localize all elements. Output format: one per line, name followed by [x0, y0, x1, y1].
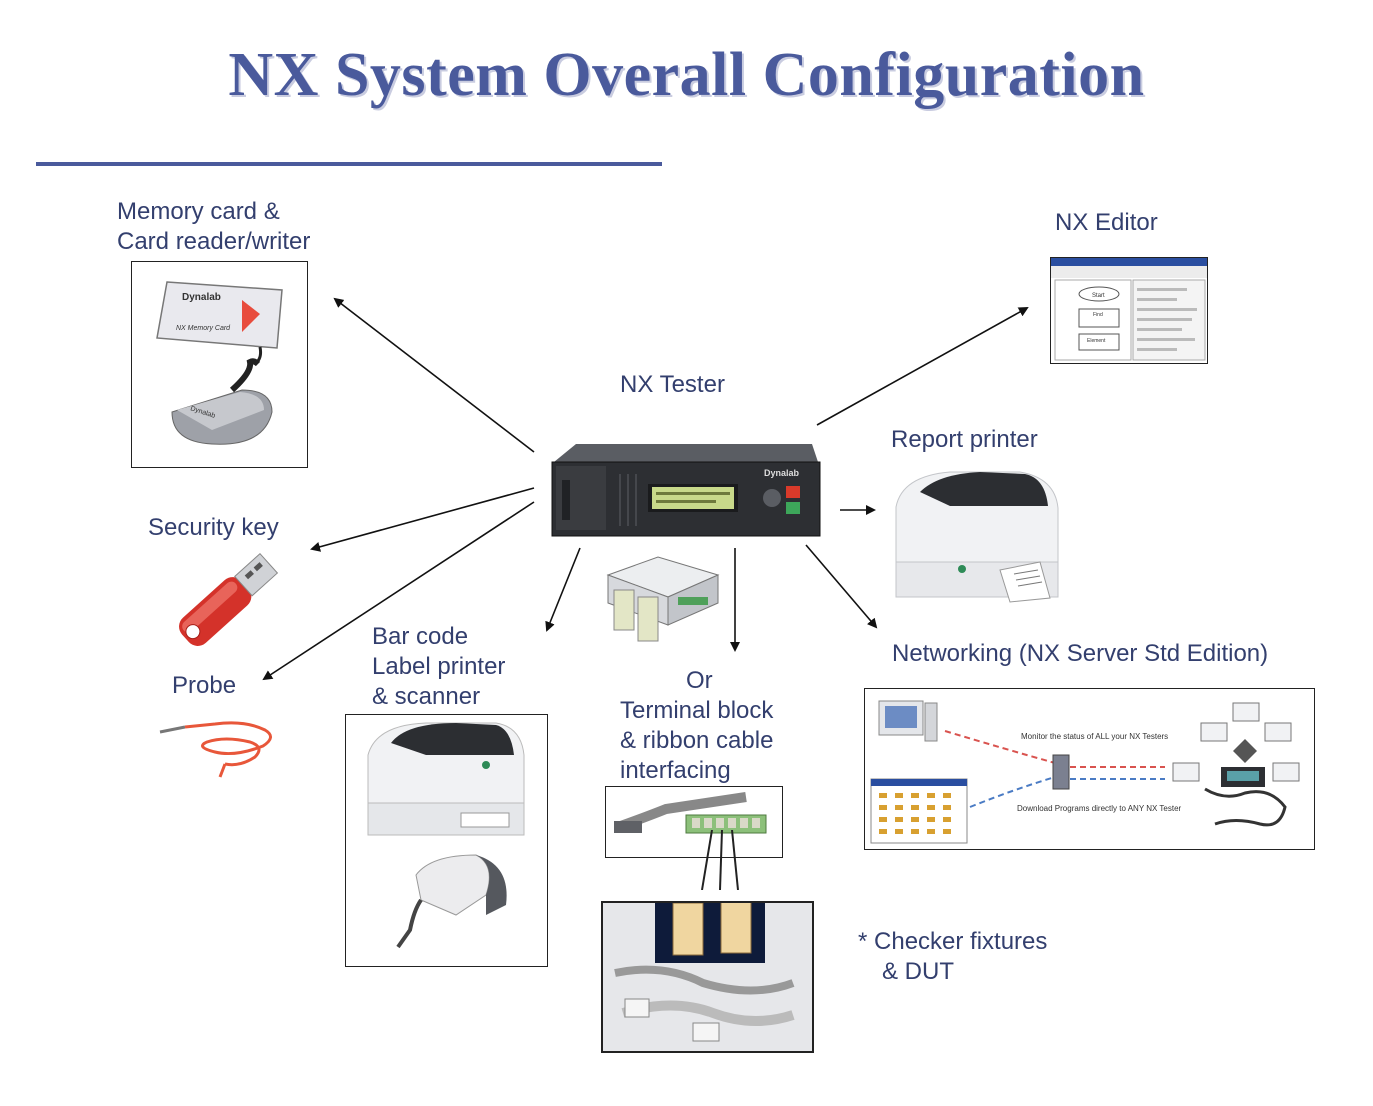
fixture-wires [701, 830, 739, 890]
security-key-image [179, 552, 279, 646]
arrow-to-nx-editor [816, 307, 1029, 426]
terminal-label-line3: interfacing [620, 757, 731, 784]
probe-label: Probe [172, 672, 237, 699]
memory-card-label-line2: Card reader/writer [117, 228, 311, 255]
barcode-label-line1: Bar code [372, 623, 469, 650]
arrow-to-networking [805, 544, 878, 629]
barcode-printer-scanner-image [345, 714, 548, 967]
card-name-text: NX Memory Card [176, 325, 231, 332]
tester-brand-text: Dynalab [764, 468, 800, 478]
card-brand-text: Dynalab [182, 292, 221, 303]
terminal-block-image [606, 556, 720, 642]
security-key-label: Security key [148, 514, 279, 541]
arrow-to-probe [262, 501, 535, 681]
barcode-label-line3: & scanner [372, 683, 481, 710]
net-monitor-text: Monitor the status of ALL your NX Tester… [1021, 732, 1168, 741]
memory-card-image: Dynalab NX Memory Card Dynalab [131, 261, 308, 468]
probe-image [159, 721, 272, 778]
nx-editor-screenshot: Start Find Element [1050, 257, 1208, 364]
networking-image: Monitor the status of ALL your NX Tester… [864, 688, 1315, 850]
arrow-to-security-key [310, 487, 535, 552]
checker-fixtures-label-line1: * Checker fixtures [858, 928, 1048, 955]
nx-tester-image: Dynalab [551, 444, 821, 537]
checker-fixture-image [601, 883, 814, 1053]
checker-fixtures-label-line2: & DUT [882, 958, 954, 985]
barcode-label-line2: Label printer [372, 653, 506, 680]
editor-start-text: Start [1092, 293, 1105, 299]
nx-editor-label: NX Editor [1055, 209, 1158, 236]
editor-step-text: Find [1093, 312, 1103, 318]
terminal-label-line1: Terminal block [620, 697, 774, 724]
title-underline [36, 162, 662, 166]
page-title: NX System Overall Configuration [228, 41, 1145, 109]
memory-card-label-line1: Memory card & [117, 198, 280, 225]
arrow-to-barcode [545, 547, 581, 632]
report-printer-image [895, 471, 1059, 603]
nx-tester-label: NX Tester [620, 371, 725, 398]
networking-label: Networking (NX Server Std Edition) [892, 640, 1269, 667]
arrow-to-memory-card [333, 297, 535, 453]
editor-step2-text: Element [1087, 338, 1106, 344]
report-printer-label: Report printer [891, 426, 1038, 453]
ribbon-cable-image [605, 786, 783, 858]
or-label: Or [686, 667, 713, 694]
terminal-label-line2: & ribbon cable [620, 727, 774, 754]
net-download-text: Download Programs directly to ANY NX Tes… [1017, 804, 1182, 813]
